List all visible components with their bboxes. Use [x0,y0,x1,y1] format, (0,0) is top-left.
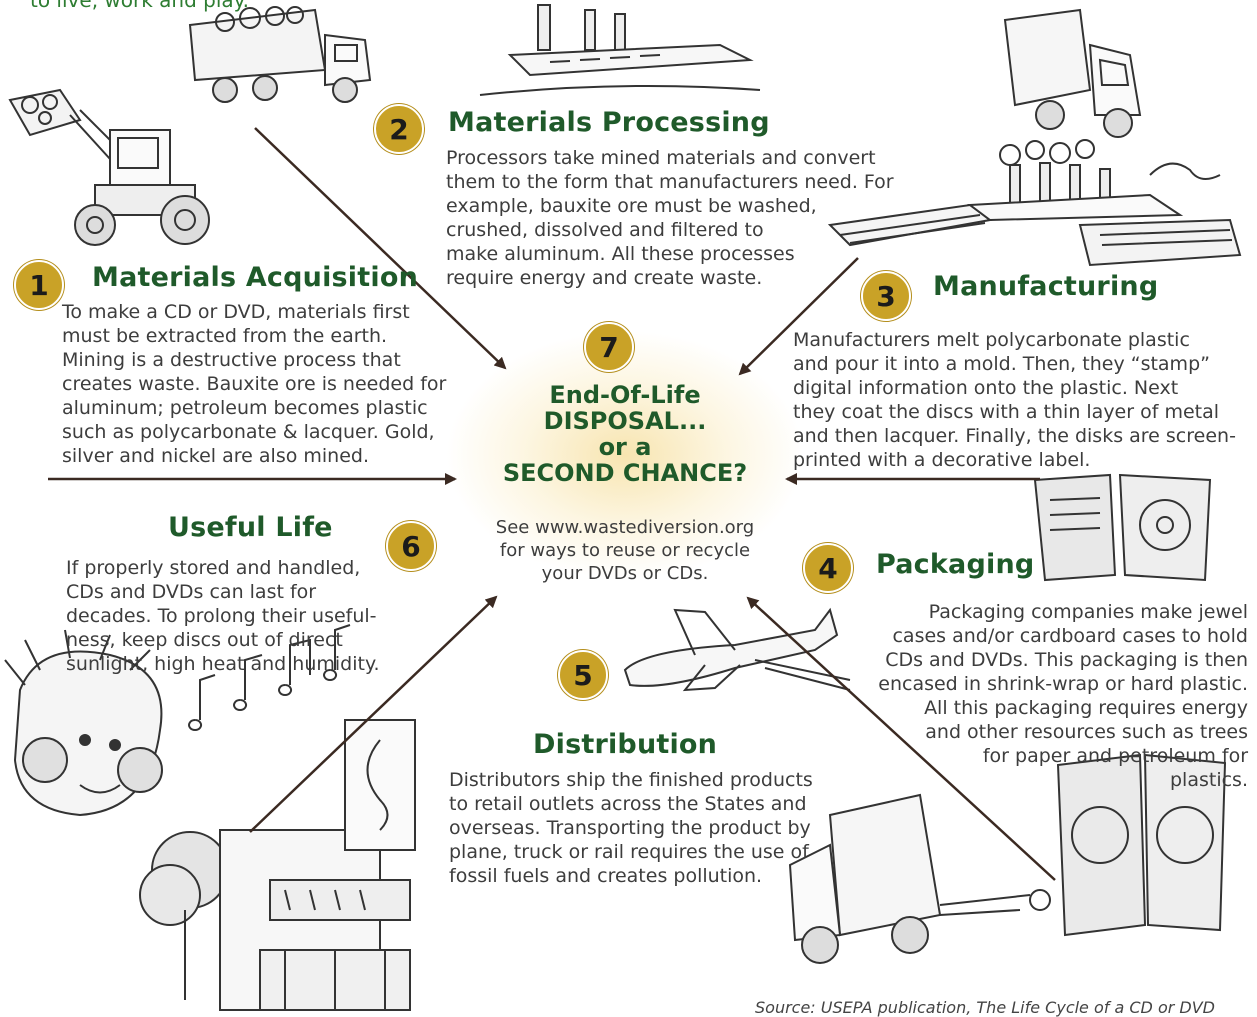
music-store-icon [140,720,450,1016]
stage-2-badge: 2 [374,104,424,154]
stage-6-title: Useful Life [168,512,333,543]
stage-5-badge: 5 [558,650,608,700]
arrow-from-stage-3 [738,257,859,376]
arrow-from-stage-6 [249,595,498,833]
cd-cases-icon [1030,470,1230,585]
music-listener-icon [0,600,360,850]
stage-3-body: Manufacturers melt polycarbonate plastic… [793,329,1236,471]
delivery-truck-icon [990,5,1150,145]
stage-4-badge: 4 [803,543,853,593]
stage-3-title: Manufacturing [933,271,1159,302]
stage-2-body: Processors take mined materials and conv… [446,147,894,289]
stage-4-body: Packaging companies make jewel cases and… [878,601,1248,791]
van-with-cases-icon [770,755,1250,995]
center-title: End-Of-Life DISPOSAL... or a SECOND CHAN… [502,381,748,487]
source-citation: Source: USEPA publication, The Life Cycl… [755,998,1215,1017]
dump-truck-icon [175,0,375,110]
center-body: See www.wastediversion.org for ways to r… [495,517,755,584]
stage-5-body: Distributors ship the finished products … [449,769,813,887]
stage-6-badge: 6 [386,521,436,571]
stage-5-title: Distribution [533,729,718,760]
airplane-icon [615,590,855,700]
intro-text: to live, work and play. [30,0,249,12]
manufacturing-plant-icon [820,135,1250,275]
stage-1-badge: 1 [14,260,64,310]
arrow-from-stage-5 [746,596,1056,881]
factory-icon [470,0,770,105]
stage-3-badge: 3 [861,271,911,321]
stage-1-title: Materials Acquisition [92,262,418,293]
arrow-from-stage-2 [254,127,507,370]
stage-1-body: To make a CD or DVD, materials first mus… [62,301,447,467]
stage-6-body: If properly stored and handled, CDs and … [66,557,380,675]
stage-2-title: Materials Processing [448,107,770,138]
stage-4-title: Packaging [876,549,1035,580]
stage-7-badge: 7 [584,322,634,372]
front-loader-icon [0,60,220,250]
